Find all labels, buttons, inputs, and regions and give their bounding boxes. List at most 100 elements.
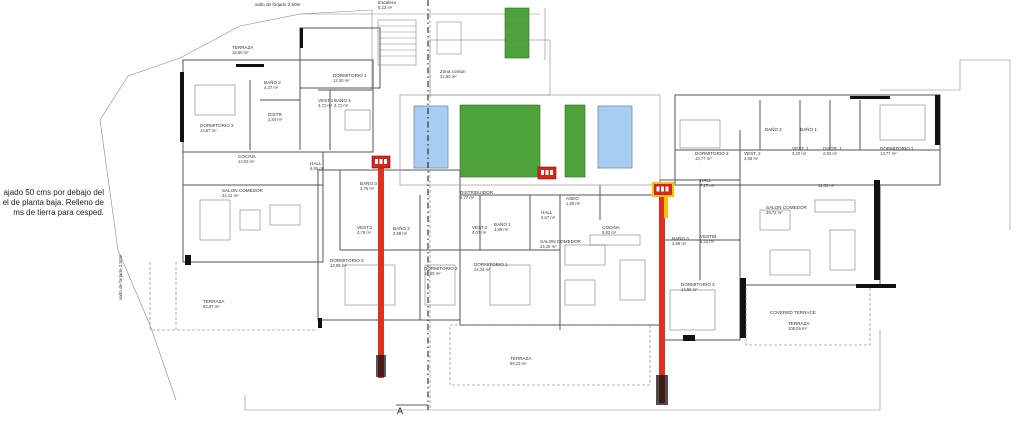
label-vest1-w-area: 3,72 m²: [318, 103, 333, 108]
label-cocina-e-area: 11,82 m²: [818, 183, 835, 188]
label-bano3-e: BAÑO 3: [672, 235, 689, 241]
label-terraza-e: TERRAZA: [788, 321, 810, 326]
label-cocina-c-area: 9,82 m²: [602, 230, 617, 235]
label-cocina-w-area: 13,53 m²: [238, 159, 255, 164]
label-dorm3-e: DORMITORIO 3: [681, 282, 715, 287]
lawn-top: [504, 7, 530, 59]
section-axis: A: [396, 0, 429, 416]
site-boundary: [99, 8, 1011, 411]
label-distr-w-area: 2,84 m²: [268, 117, 283, 122]
label-terraza-e-area: 108,05 m²: [788, 326, 807, 331]
note-line-1: ajado 50 cms por debajo del: [3, 188, 104, 197]
staircase: [377, 19, 462, 66]
label-salto-forjado-top: salto de forjado 2,50m: [255, 2, 301, 7]
label-distribuidor-area: 5,77 m²: [460, 195, 475, 200]
label-hall-e: HALL: [700, 178, 712, 183]
label-dormitorio2-w: DORMITORIO 2: [200, 123, 234, 128]
label-terraza-s-area: 69,23 m²: [510, 361, 527, 366]
furniture: [194, 84, 926, 331]
section-label: A: [397, 406, 403, 416]
label-dorm3-w-area: 13,99 m²: [330, 263, 347, 268]
label-vest2-e: VEST. 2: [744, 151, 761, 156]
label-distr1-e: DISTR. 1: [823, 146, 842, 151]
label-distr1-e-area: 2,83 m²: [823, 151, 838, 156]
section-lines: [376, 163, 668, 405]
label-vestib-e-area: 6,22 m²: [700, 239, 715, 244]
label-dormitorio2-w-area: 14,67 m²: [200, 128, 217, 133]
label-bano2-w: BAÑO 2: [264, 79, 281, 85]
label-dormitorio1-w-area: 12,20 m²: [333, 78, 350, 83]
label-terraza-s: TERRAZA: [510, 356, 532, 361]
note-line-2: el de planta baja. Relleno de: [2, 198, 104, 207]
label-vest2-b-area: 4,07 m²: [472, 230, 487, 235]
label-bano2-e: BAÑO 2: [765, 126, 782, 132]
label-dorm3-e-area: 14,56 m²: [681, 287, 698, 292]
terrace-outlines: [149, 10, 871, 410]
label-escalera-area: 9,22 m²: [378, 5, 393, 10]
label-vest2-b: VEST.2: [472, 225, 488, 230]
room-labels: salto de forjado 2,50m salto de forjado …: [118, 0, 914, 366]
label-bano1-b: BAÑO 1: [494, 221, 511, 227]
label-hall-e-area: 7,27 m²: [700, 183, 715, 188]
label-salon-w: SALON COMEDOR: [222, 188, 264, 193]
common-zone: [413, 7, 633, 178]
label-bano3-e-area: 3,89 m²: [672, 241, 687, 246]
label-escalera: Escalera: [378, 0, 396, 5]
note-line-3: ms de tierra para cesped.: [13, 208, 104, 217]
label-hall-b: HALL: [541, 210, 553, 215]
label-salon-e: SALON COMEDOR: [766, 205, 808, 210]
label-vest1-e-area: 3,20 m²: [792, 151, 807, 156]
label-vest1-e: VEST. 1: [792, 146, 809, 151]
label-salto-forjado-left: salto de forjado 2,50m: [118, 254, 123, 300]
label-terraza-w-area: 82,87 m²: [203, 304, 220, 309]
label-dorm2-e: DORMITORIO 2: [695, 151, 729, 156]
label-vest2-a-area: 3,78 m²: [357, 230, 372, 235]
label-zona-comun-area: 32,60 m²: [440, 74, 457, 79]
label-cocina-c: COCINA: [602, 225, 621, 230]
lawn-center: [459, 104, 541, 178]
label-bano1-w-area: 3,72 m²: [334, 103, 349, 108]
label-dormitorio1-w: DORMITORIO 1: [333, 73, 367, 78]
label-distr-w: DISTR.: [268, 112, 283, 117]
label-dorm1-c-area: 12,24 m²: [474, 267, 491, 272]
label-bano1-w: BAÑO 1: [334, 97, 351, 103]
pool-west: [413, 105, 449, 169]
label-dorm1-c: DORMITORIO 1: [474, 262, 508, 267]
label-dorm1-e-area: 13,77 m²: [880, 151, 897, 156]
label-terraza-nw-area: 16,60 m²: [232, 50, 249, 55]
label-aseo: ASEO: [566, 196, 579, 201]
label-dorm1-e: DORMITORIO 1: [880, 146, 914, 151]
label-vest2-e-area: 2,86 m²: [744, 156, 759, 161]
label-hall-b-area: 2,67 m²: [541, 215, 556, 220]
label-dorm2-c-area: 10,60 m²: [424, 271, 441, 276]
label-bano3-w-area: 3,76 m²: [360, 186, 375, 191]
label-vest2-a: VEST.2: [357, 225, 373, 230]
label-hall-w: HALL: [310, 161, 322, 166]
label-salon-c-area: 24,26 m²: [540, 244, 557, 249]
label-bano2-w-area: 4,37 m²: [264, 85, 279, 90]
label-salon-c: SALON COMEDOR: [540, 239, 582, 244]
lawn-narrow: [564, 104, 586, 178]
section-markers: [371, 155, 674, 197]
label-distribuidor: DISTRIBUIDOR: [460, 190, 494, 195]
pool-east: [597, 105, 633, 169]
thick-walls: [180, 28, 940, 341]
label-dorm3-w: DORMITORIO 3: [330, 258, 364, 263]
label-covered-terrace: COVERED TERRACE: [770, 310, 816, 315]
label-salon-w-area: 34,12 m²: [222, 193, 239, 198]
label-vest1-w: VEST.1: [318, 98, 334, 103]
label-aseo-area: 1,89 m²: [566, 201, 581, 206]
label-bano1-b-area: 4,89 m²: [494, 227, 509, 232]
label-hall-w-area: 6,65 m²: [310, 166, 325, 171]
label-dorm2-e-area: 13,77 m²: [695, 156, 712, 161]
annotation-note: ajado 50 cms por debajo del el de planta…: [0, 188, 104, 218]
label-vestib-e: VESTIB.: [700, 234, 718, 239]
label-bano1-e: BAÑO 1: [800, 126, 817, 132]
label-bano3-w: BAÑO 3: [360, 180, 377, 186]
label-salon-e-area: 39,72 m²: [766, 210, 783, 215]
label-bano2-a-area: 3,88 m²: [393, 231, 408, 236]
label-zona-comun: Zona común: [440, 69, 466, 74]
label-terraza-nw: TERRAZA: [232, 45, 254, 50]
label-dorm2-c: DORMITORIO 2: [424, 266, 458, 271]
